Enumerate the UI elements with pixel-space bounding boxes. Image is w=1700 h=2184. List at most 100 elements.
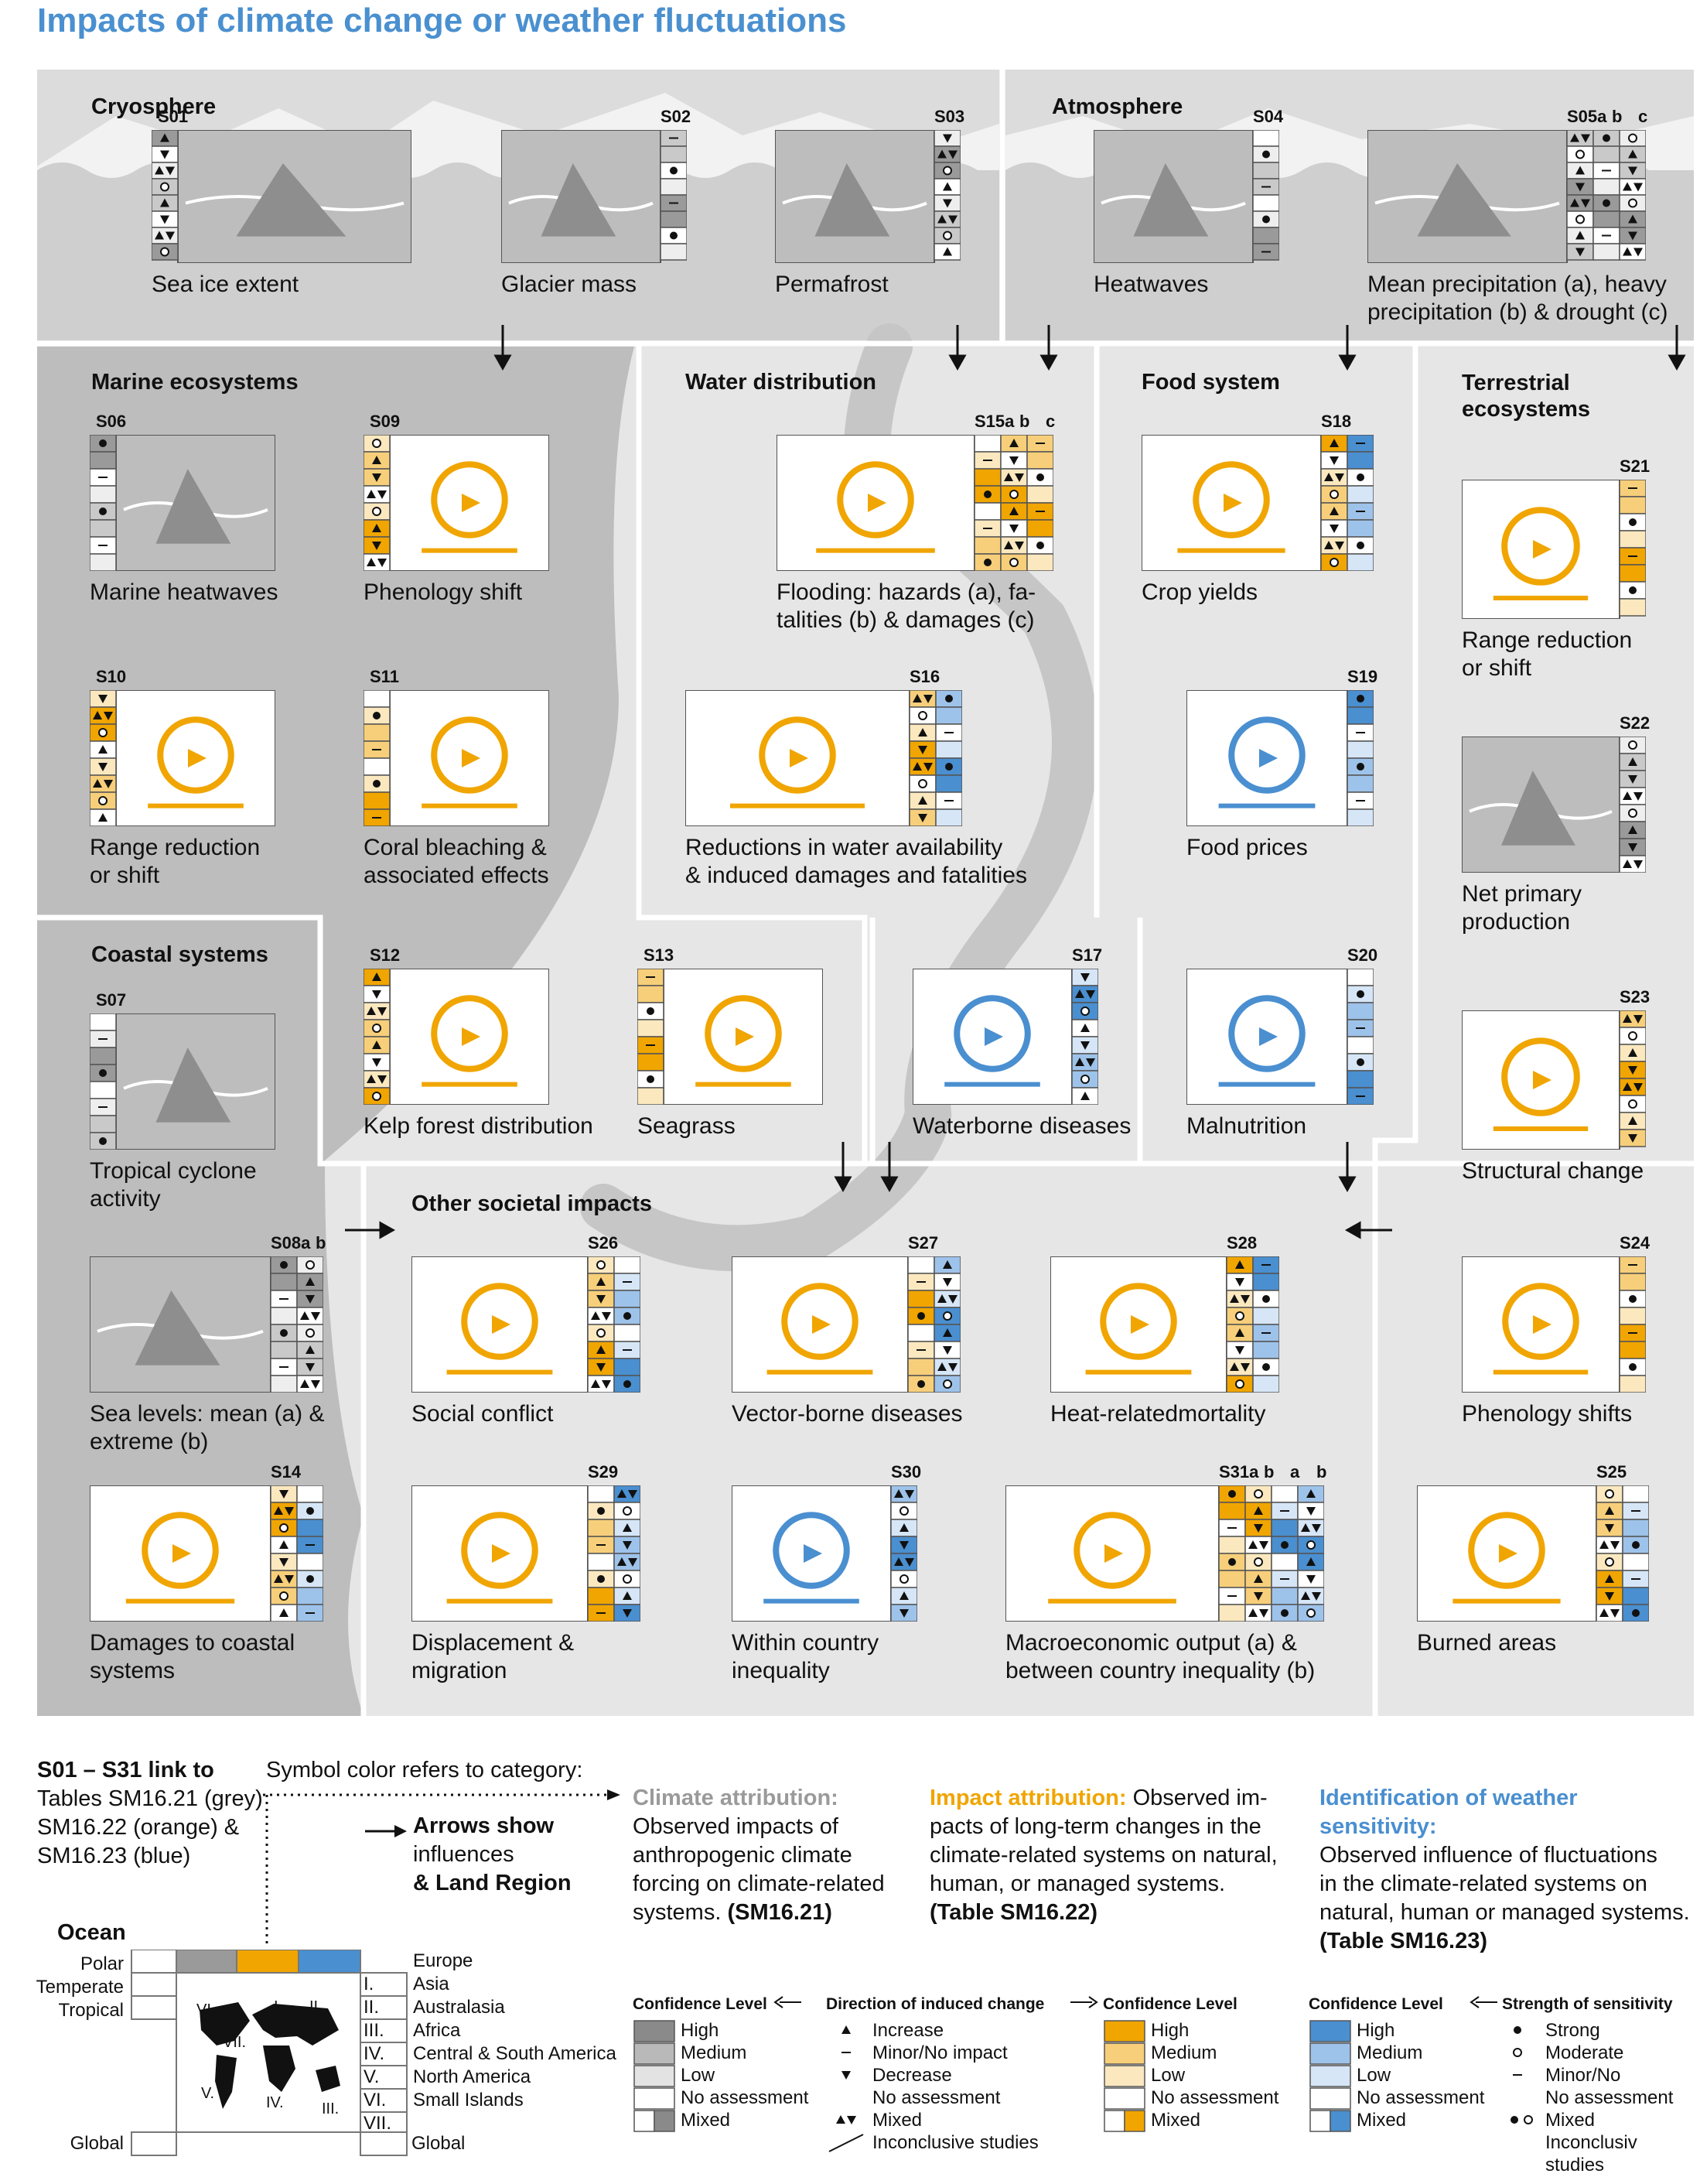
tile-label-line: talities (b) & damages (c) (777, 607, 1035, 633)
tile-code: S24 (1620, 1233, 1651, 1253)
tile-label: Burned areas (1417, 1629, 1700, 1657)
key-orange-confidence-item: Low (1151, 2065, 1186, 2086)
tile-code: S31a (1219, 1462, 1259, 1482)
section-coastal: Coastal systems (91, 942, 268, 967)
tile-code: S14 (271, 1462, 302, 1482)
tile-label-line: activity (90, 1186, 161, 1212)
tile-label-line: Damages to coastal (90, 1630, 295, 1656)
tile-label-line: or shift (1462, 655, 1532, 681)
tile-subcode: a (1290, 1462, 1300, 1482)
tile-label-line: Net primary (1462, 881, 1582, 907)
weather-head: Identification of weather sensitivity: (1319, 1786, 1578, 1839)
tile-label: Heat-relatedmortality (1050, 1400, 1530, 1428)
tile-s28 (1050, 1256, 1280, 1396)
tile-s30 (731, 1485, 918, 1625)
tile-s29 (411, 1485, 641, 1625)
tile-label: Coral bleaching &associated effects (364, 834, 843, 890)
tile-code: S04 (1253, 107, 1284, 126)
tile-s20 (1186, 968, 1374, 1109)
tile-label: Structural change (1462, 1157, 1700, 1185)
region-numeral-5: V. (364, 2066, 380, 2087)
key-grey-confidence-item: Mixed (681, 2110, 731, 2131)
tile-subcode: b (1264, 1462, 1275, 1482)
tile-graphic (1367, 129, 1647, 264)
tile-label-line: inequality (732, 1658, 830, 1683)
svg-text:III.: III. (322, 2100, 339, 2117)
key-direction-glyph (826, 2019, 866, 2045)
tile-label: Food prices (1186, 834, 1666, 862)
key-orange-confidence-item: No assessment (1151, 2087, 1279, 2108)
tile-label: Flooding: hazards (a), fa-talities (b) &… (777, 579, 1256, 634)
key-conf-grey-head: Confidence Level (633, 1995, 767, 2013)
region-numeral-7: VII. (364, 2113, 392, 2134)
tile-label-line: Displacement & (411, 1630, 575, 1656)
key-orange-confidence-item: High (1151, 2020, 1190, 2041)
key-strength-item: No assessment (1545, 2087, 1674, 2108)
svg-text:VII.: VII. (223, 2034, 246, 2051)
region-name-central-south-america: Central & South America (413, 2043, 616, 2064)
tile-label-line: Tropical cyclone (90, 1158, 257, 1184)
tile-code: S21 (1620, 456, 1651, 476)
tile-code: S08a (271, 1233, 311, 1253)
tile-label-line: precipitation (b) & drought (c) (1367, 299, 1668, 325)
region-numeral-4: IV. (364, 2043, 385, 2064)
legend-arrow-icon (365, 1825, 407, 1837)
tile-subcode: b (1316, 1462, 1327, 1482)
tile-subcode: b (1019, 412, 1030, 431)
tile-s31a (1005, 1485, 1325, 1625)
tile-graphic (1093, 129, 1280, 264)
tile-graphic (363, 968, 550, 1106)
tile-graphic (89, 1013, 276, 1150)
tile-s02 (500, 129, 688, 267)
key-orange-confidence-item: Medium (1151, 2042, 1217, 2063)
tile-code: S09 (370, 412, 401, 431)
tile-code: S18 (1321, 412, 1352, 431)
tile-s11 (363, 689, 550, 830)
key-orange-confidence-item: Mixed (1151, 2110, 1201, 2131)
figure-title: Impacts of climate change or weather flu… (37, 2, 847, 39)
region-numeral-6: VI. (364, 2090, 387, 2111)
key-direction-item: No assessment (872, 2087, 1001, 2108)
section-cryosphere: Cryosphere (91, 94, 217, 119)
tile-graphic (1005, 1485, 1325, 1622)
tile-label-line: Kelp forest distribution (364, 1113, 593, 1139)
key-direction-item: Increase (872, 2020, 944, 2041)
tile-label-line: production (1462, 909, 1571, 935)
tile-s26 (411, 1256, 641, 1396)
region-name-europe: Europe (413, 1950, 473, 1971)
legend-dotted-leaders (263, 1789, 620, 1946)
tile-code: S05a (1567, 107, 1607, 126)
region-name-small-islands: Small Islands (413, 2090, 524, 2111)
key-grey-confidence-item: No assessment (681, 2087, 809, 2108)
tile-code: S15a (975, 412, 1015, 431)
tile-graphic (500, 129, 688, 264)
legend-weather-sensitivity: Identification of weather sensitivity: O… (1319, 1784, 1698, 1956)
key-orange-confidence (1103, 2019, 1146, 2139)
region-numeral-2: II. (364, 1997, 380, 2018)
tile-code: S23 (1620, 987, 1651, 1007)
impact-head: Impact attribution: (930, 1786, 1127, 1810)
svg-text:V.: V. (201, 2085, 214, 2102)
key-blue-confidence-item: Mixed (1357, 2110, 1407, 2131)
tile-label-line: & induced damages and fatalities (685, 863, 1027, 888)
key-blue-confidence-item: High (1357, 2020, 1395, 2041)
weather-body-2: natural, human or managed systems. (1319, 1900, 1690, 1925)
legend-arrows-line2: & Land Region (413, 1871, 572, 1895)
tile-graphic (776, 434, 1054, 572)
tile-s08a (89, 1256, 324, 1396)
key-strength-item: Strong (1545, 2020, 1600, 2041)
tile-subcode: c (1638, 107, 1648, 126)
tile-graphic (89, 1485, 324, 1622)
tile-label-line: associated effects (364, 863, 549, 888)
tile-code: S25 (1596, 1462, 1627, 1482)
tile-s17 (912, 968, 1099, 1109)
tile-label-line: Phenology shift (364, 579, 523, 605)
tile-graphic (731, 1485, 918, 1622)
tile-code: S27 (908, 1233, 939, 1253)
tile-s19 (1186, 689, 1374, 830)
legend-region-numerals: I. II. III. IV. V. VI. VII. (364, 1973, 391, 2135)
tile-label-line: Range reduction (90, 835, 261, 860)
